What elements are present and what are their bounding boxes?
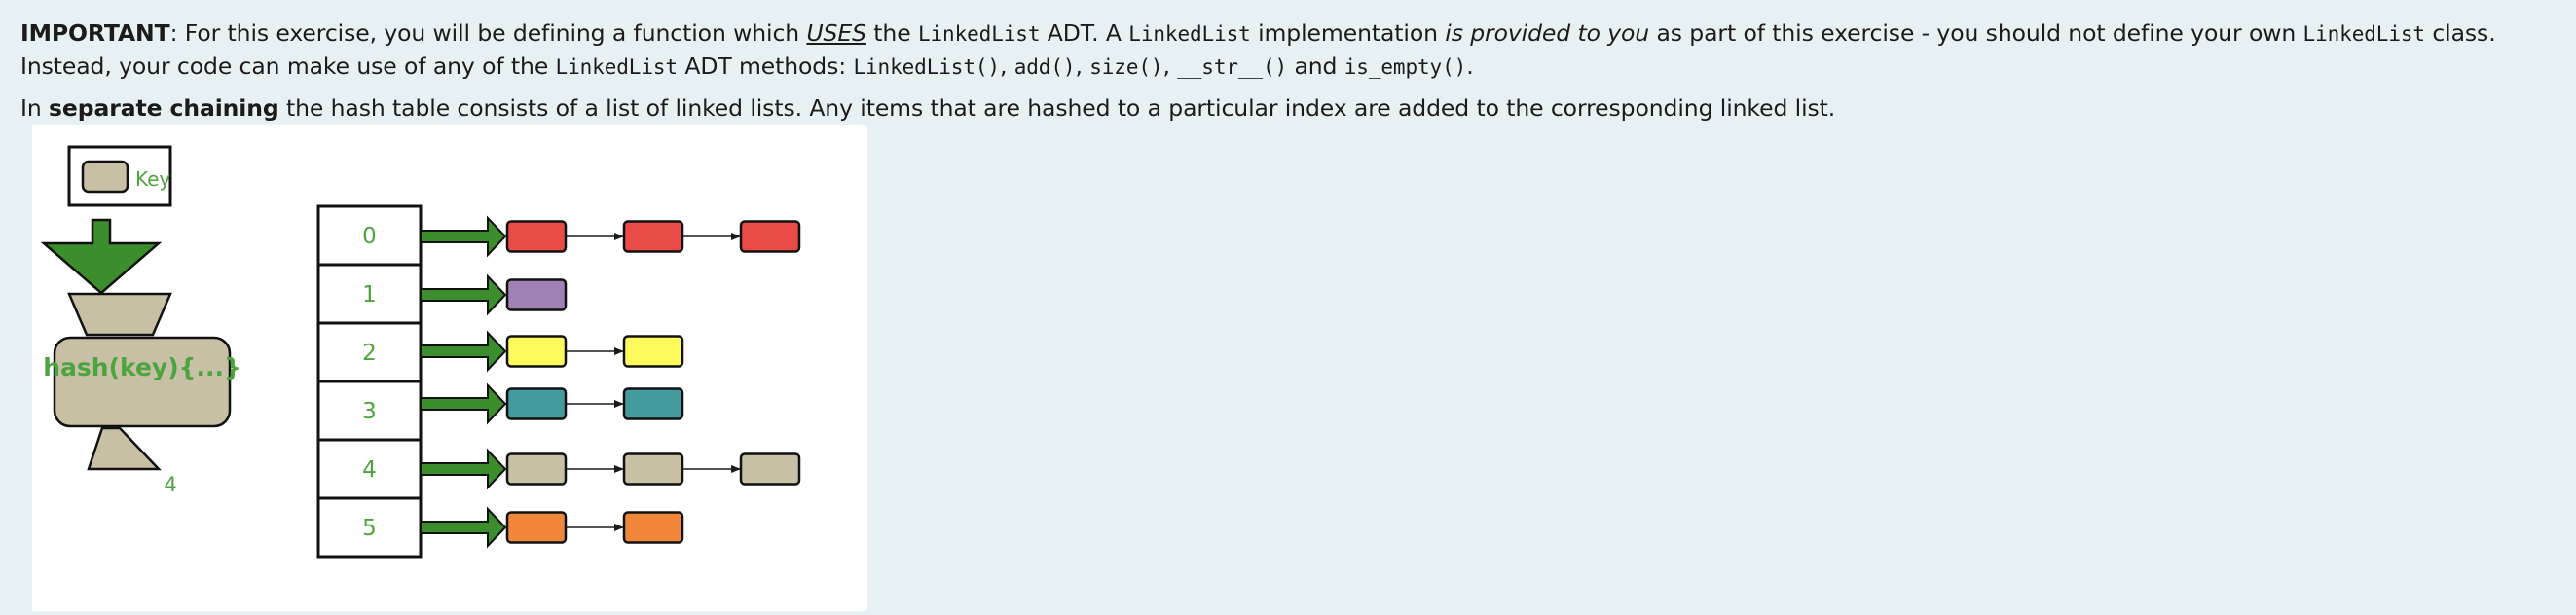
intro-text: the bbox=[865, 19, 918, 47]
list-node bbox=[505, 278, 568, 311]
diagram-canvas: Key hash(key){...} 4 0 1 2 3 4 5 bbox=[40, 145, 801, 559]
list-node bbox=[505, 220, 568, 253]
code-method: size() bbox=[1089, 55, 1163, 79]
intro-text: : For this exercise, you will be definin… bbox=[169, 19, 807, 47]
pointer-arrow-icon bbox=[420, 330, 507, 373]
hash-output-value: 4 bbox=[164, 473, 176, 496]
funnel-bottom bbox=[87, 426, 162, 471]
intro-text: class. Instead, your code can make use o… bbox=[20, 19, 2496, 80]
code-method: __str__() bbox=[1177, 55, 1288, 79]
pointer-arrow-icon bbox=[420, 273, 507, 316]
intro-text: implementation bbox=[1250, 19, 1446, 47]
code-linkedlist: LinkedList bbox=[917, 22, 1041, 46]
intro-text: , bbox=[1162, 53, 1178, 80]
code-linkedlist: LinkedList bbox=[2302, 22, 2426, 46]
list-node bbox=[622, 387, 684, 420]
list-node bbox=[622, 220, 684, 253]
pointer-arrow-icon bbox=[420, 448, 507, 490]
funnel-top bbox=[67, 292, 172, 337]
hash-function-box bbox=[53, 336, 232, 428]
list-node bbox=[739, 220, 801, 253]
code-linkedlist: LinkedList bbox=[1128, 22, 1251, 46]
slot-index-label: 3 bbox=[362, 399, 377, 424]
list-node bbox=[505, 387, 568, 420]
important-label: IMPORTANT bbox=[20, 19, 170, 47]
code-linkedlist: LinkedList bbox=[555, 55, 679, 79]
list-node bbox=[739, 452, 801, 486]
intro-text: ADT methods: bbox=[677, 53, 854, 80]
list-node bbox=[505, 511, 568, 544]
list-node bbox=[622, 452, 684, 486]
uses-emphasis: USES bbox=[806, 19, 866, 47]
code-method: is_empty() bbox=[1343, 55, 1467, 79]
pointer-arrow-icon bbox=[420, 382, 507, 425]
intro-text: , bbox=[999, 53, 1014, 80]
slot-index-label: 2 bbox=[362, 341, 377, 366]
pointer-arrow-icon bbox=[420, 215, 507, 258]
separate-chaining-term: separate chaining bbox=[49, 94, 279, 122]
list-node bbox=[505, 452, 568, 486]
code-method: LinkedList() bbox=[853, 55, 1000, 79]
hash-function-label: hash(key){...} bbox=[43, 353, 241, 381]
hash-table: 0 1 2 3 4 5 bbox=[316, 204, 801, 559]
chaining-paragraph: In separate chaining the hash table cons… bbox=[20, 92, 2566, 125]
list-node bbox=[622, 335, 684, 368]
hash-table-diagram: Key hash(key){...} 4 0 1 2 3 4 5 bbox=[32, 125, 867, 611]
provided-emphasis: is provided to you bbox=[1445, 19, 1650, 47]
intro-text: , bbox=[1075, 53, 1090, 80]
important-paragraph: IMPORTANT: For this exercise, you will b… bbox=[20, 18, 2566, 84]
pointer-arrow-icon bbox=[420, 506, 507, 549]
slot-index-label: 0 bbox=[362, 224, 377, 249]
intro-text: . bbox=[1466, 53, 1474, 80]
list-node bbox=[622, 511, 684, 544]
table-slot bbox=[316, 438, 423, 500]
list-node bbox=[505, 335, 568, 368]
key-swatch bbox=[81, 160, 129, 194]
key-label: Key bbox=[135, 167, 170, 191]
slot-index-label: 5 bbox=[362, 516, 377, 541]
down-arrow-icon bbox=[40, 218, 163, 295]
slot-index-label: 4 bbox=[362, 457, 377, 483]
chaining-text: In bbox=[20, 94, 49, 122]
table-slot bbox=[316, 496, 423, 559]
slot-index-label: 1 bbox=[362, 282, 377, 308]
chaining-text: the hash table consists of a list of lin… bbox=[278, 94, 1836, 122]
intro-text: ADT. A bbox=[1040, 19, 1129, 47]
code-method: add() bbox=[1013, 55, 1076, 79]
intro-text: and bbox=[1287, 53, 1344, 80]
intro-text: as part of this exercise - you should no… bbox=[1649, 19, 2303, 47]
